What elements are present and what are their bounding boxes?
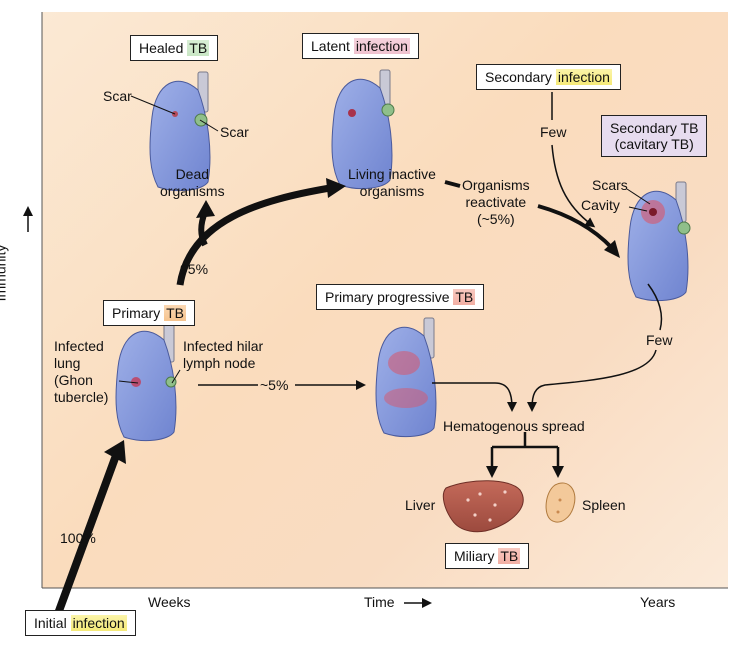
x-axis-time: Time — [364, 594, 395, 610]
arrow-100 — [48, 448, 122, 632]
label-scar-left: Scar — [103, 88, 132, 104]
label-spleen: Spleen — [582, 497, 626, 513]
arrow-95 — [176, 184, 331, 286]
latent-lung-icon — [331, 69, 395, 190]
secondary-lung-icon — [627, 181, 691, 302]
x-axis-years: Years — [640, 594, 676, 610]
label-5-percent: ~5% — [260, 377, 289, 393]
label-100-percent: 100% — [60, 530, 96, 546]
stage-secondary-tb: Secondary TB (cavitary TB) — [601, 115, 708, 157]
spleen-icon — [545, 482, 576, 523]
stage-primary-tb: Primary TB — [103, 300, 196, 326]
primary-lung-icon — [115, 321, 177, 442]
stage-latent-infection: Latent infection — [302, 33, 419, 59]
stage-primary-progressive-tb: Primary progressive TB — [316, 284, 485, 310]
label-95-percent: 95% — [180, 261, 209, 277]
label-cavity: Cavity — [581, 197, 620, 213]
liver-icon — [442, 480, 524, 533]
label-hematogenous-spread: Hematogenous spread — [443, 418, 585, 434]
y-axis-label: Immunity — [0, 244, 9, 302]
primary-progressive-lung-icon — [375, 317, 437, 438]
label-scar-right: Scar — [220, 124, 249, 140]
healed-lung-icon — [149, 71, 211, 192]
label-few-bottom: Few — [646, 332, 673, 348]
label-few-top: Few — [540, 124, 567, 140]
stage-miliary-tb: Miliary TB — [445, 543, 530, 569]
stage-healed-tb: Healed TB — [130, 35, 219, 61]
label-liver: Liver — [405, 497, 436, 513]
label-scars: Scars — [592, 177, 628, 193]
x-axis-weeks: Weeks — [148, 594, 191, 610]
stage-secondary-infection: Secondary infection — [476, 64, 621, 90]
stage-initial-infection: Initial infection — [25, 610, 136, 636]
